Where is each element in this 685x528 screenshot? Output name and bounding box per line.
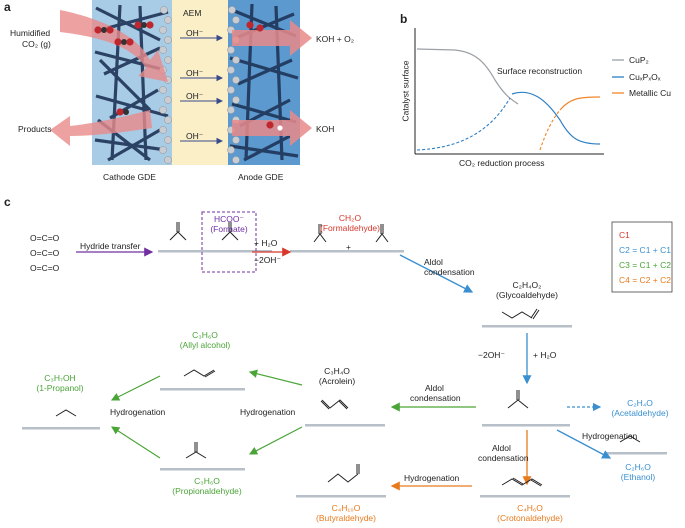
legend-c2: C2 = C1 + C1 [619, 245, 671, 255]
co2-molecule-3: O=C=O [30, 263, 60, 273]
propanol-name: (1-Propanol) [36, 383, 84, 393]
crotonaldehyde-name: (Crotonaldehyde) [497, 513, 563, 523]
electrolyser-illustration [50, 0, 312, 165]
c2h4o-formula: C₂H₄O [627, 398, 653, 408]
aldol-2b: condensation [410, 393, 461, 403]
chart-annotation: Surface reconstruction [497, 66, 583, 76]
koh-o2-label: KOH + O₂ [316, 34, 355, 44]
oh-label-3: OH⁻ [186, 91, 204, 101]
c2h4o2-formula: C₂H₄O₂ [512, 280, 542, 290]
panel-label-a: a [4, 0, 11, 14]
chart-xlabel: CO₂ reduction process [459, 158, 545, 168]
arrow-allyl-propanol [110, 375, 161, 401]
products-label: Products [18, 124, 52, 134]
hydride-transfer-label: Hydride transfer [80, 241, 141, 251]
legend-cup2: CuP₂ [629, 55, 649, 65]
arrow-acro-propion [248, 426, 303, 455]
ethanol-name: (Ethanol) [620, 472, 656, 482]
hydrogenation-left-label: Hydrogenation [110, 407, 166, 417]
legend-c3: C3 = C1 + C2 [619, 260, 671, 270]
legend-c4: C4 = C2 + C2 [619, 275, 671, 285]
arrow-propion-propanol [110, 426, 161, 459]
koh-label: KOH [316, 124, 335, 134]
plus-h2o-label: + H₂O [254, 238, 278, 248]
panel-label-c: c [4, 195, 11, 209]
oh-label-4: OH⁻ [186, 131, 204, 141]
aldol-2a: Aldol [425, 383, 444, 393]
co2-gas-label: CO₂ (g) [22, 39, 51, 49]
aldol-3a: Aldol [492, 443, 511, 453]
arrow-acet-ethanol [556, 429, 612, 459]
co2-molecule-2: O=C=O [30, 248, 60, 258]
minus-2oh-b: −2OH⁻ [478, 350, 505, 360]
c4h10o-formula: C₄H₁₀O [331, 503, 361, 513]
plus-h2o-b: + H₂O [533, 350, 557, 360]
formaldehyde-name: (Formaldehyde) [320, 223, 380, 233]
c3h6o-propion-formula: C₃H₆O [194, 476, 220, 486]
aldol-1a: Aldol [424, 257, 443, 267]
c3h7oh-formula: C₃H₇OH [44, 373, 76, 383]
c3h4o-formula: C₃H₄O [324, 366, 350, 376]
co2-molecule-1: O=C=O [30, 233, 60, 243]
arrow-aldol1 [399, 254, 474, 293]
plus-sign: + [346, 242, 351, 252]
formate-formula: HCOO⁻ [214, 214, 244, 224]
humidified-label: Humidified [10, 28, 51, 38]
cathode-label: Cathode GDE [103, 172, 156, 182]
curve-cupo-solid [511, 91, 601, 145]
anode-label: Anode GDE [238, 172, 284, 182]
glycoaldehyde-name: (Glycoaldehyde) [496, 290, 558, 300]
curve-cup2 [416, 48, 519, 105]
arrow-acro-allyl [248, 369, 303, 386]
ch2o-formula: CH₂O [338, 213, 362, 223]
aldol-1b: condensation [424, 267, 475, 277]
legend-c1: C1 [619, 230, 630, 240]
propionaldehyde-name: (Propionaldehyde) [172, 486, 242, 496]
acrolein-name: (Acrolein) [318, 376, 356, 386]
oh-label-2: OH⁻ [186, 68, 204, 78]
curve-cu-solid [559, 96, 601, 111]
formate-name: (Formate) [210, 224, 248, 234]
minus-2oh-label: −2OH⁻ [254, 255, 281, 265]
curve-cu-dashed [539, 109, 561, 151]
legend-metallic-cu: Metallic Cu [629, 88, 672, 98]
acetaldehyde-name: (Acetaldehyde) [611, 408, 669, 418]
allyl-alcohol-name: (Allyl alcohol) [179, 340, 231, 350]
panel-label-b: b [400, 12, 408, 26]
c2h6o-formula: C₂H₆O [625, 462, 651, 472]
oh-label-1: OH⁻ [186, 28, 204, 38]
hydrogenation-butyr-label: Hydrogenation [404, 473, 460, 483]
aem-label: AEM [183, 8, 202, 18]
hydrogenation-ethanol-label: Hydrogenation [582, 431, 638, 441]
chart-ylabel: Catalyst surface [400, 60, 411, 122]
butyraldehyde-name: (Butyraldehyde) [315, 513, 376, 523]
hydrogenation-mid-label: Hydrogenation [240, 407, 296, 417]
curve-cupo-dashed [416, 97, 511, 151]
c3h6o-allyl-formula: C₃H₆O [192, 330, 218, 340]
c4h6o-formula: C₄H₆O [517, 503, 543, 513]
legend-cupo: CuₓPₓOₓ [629, 72, 661, 82]
reconstruction-chart [414, 28, 624, 155]
aldol-3b: condensation [478, 453, 529, 463]
reaction-network [22, 211, 673, 498]
